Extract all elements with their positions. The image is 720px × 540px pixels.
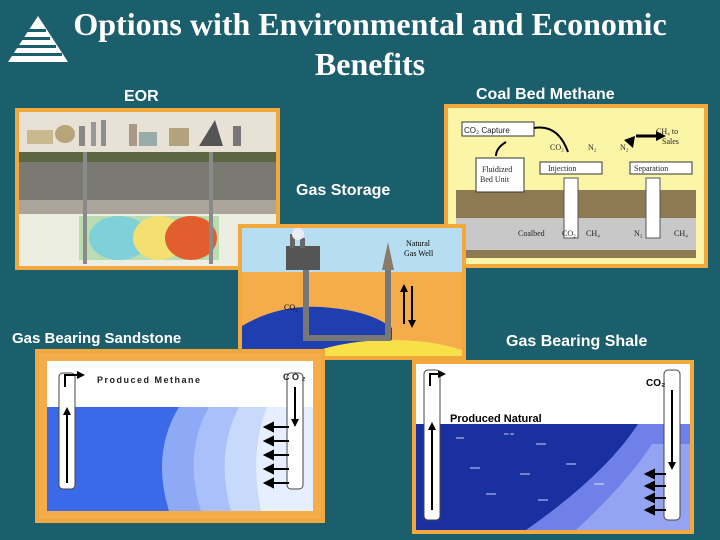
gas-storage-panel: Natural Gas Well CO₂ <box>238 224 466 360</box>
coalbed-label: Coalbed <box>518 229 545 238</box>
fluidized-label-2: Bed Unit <box>480 175 510 184</box>
co2-label: CO₂ <box>284 303 298 312</box>
shale-diagram: CO₂ Produced Natural Gas <box>416 364 690 530</box>
n2-label-c: N₂ <box>634 229 643 238</box>
power-plant-icon <box>286 246 320 270</box>
sandstone-diagram: Produced Methane C O ₂ <box>39 353 321 519</box>
co2-capture-label: CO₂ Capture <box>464 126 510 135</box>
produced-natural-gas-label-1: Produced Natural <box>450 413 542 425</box>
co2-label: CO₂ <box>646 378 665 389</box>
n2-label-a: N₂ <box>588 143 597 152</box>
eor-diagram <box>19 112 276 266</box>
co2-label: C O ₂ <box>283 372 306 382</box>
natural-gas-well-label-2: Gas Well <box>404 249 434 258</box>
ch4-label-a: CH₄ <box>586 229 600 238</box>
pump-jack-icon <box>199 120 223 146</box>
label-gas-bearing-sandstone: Gas Bearing Sandstone <box>12 330 182 347</box>
sandstone-panel: Produced Methane C O ₂ <box>35 349 325 523</box>
injection-arrows <box>262 421 289 489</box>
injection-arrows <box>643 468 666 516</box>
ch4-to-sales-label-1: CH₄ to <box>656 127 678 136</box>
label-gas-storage: Gas Storage <box>296 182 391 199</box>
produced-natural-gas-label-2: Gas <box>490 427 511 439</box>
gas-storage-diagram: Natural Gas Well CO₂ <box>242 228 462 356</box>
injection-label: Injection <box>548 164 576 173</box>
separation-label: Separation <box>634 164 668 173</box>
gas-well-icon <box>382 242 394 270</box>
coal-bed-panel: CO₂ Capture CH₄ to Sales CO₂ N₂ N₂ Fluid… <box>444 104 708 268</box>
slide-title: Options with Environmental and Economic … <box>73 6 667 82</box>
n2-label-b: N₂ <box>620 143 629 152</box>
produced-methane-label: Produced Methane <box>97 375 202 385</box>
coal-bed-diagram: CO₂ Capture CH₄ to Sales CO₂ N₂ N₂ Fluid… <box>448 108 704 264</box>
label-gas-bearing-shale: Gas Bearing Shale <box>506 333 648 350</box>
fluidized-label-1: Fluidized <box>482 165 512 174</box>
label-eor: EOR <box>124 88 159 105</box>
shale-panel: CO₂ Produced Natural Gas <box>412 360 694 534</box>
label-coal-bed-methane: Coal Bed Methane <box>476 86 615 103</box>
natural-gas-well-label-1: Natural <box>406 239 431 248</box>
ch4-label-b: CH₄ <box>674 229 688 238</box>
co2-label-b: CO₂ <box>562 229 576 238</box>
tank-icon <box>27 130 53 144</box>
ch4-to-sales-label-2: Sales <box>662 137 679 146</box>
company-logo-icon <box>6 16 68 62</box>
co2-label-a: CO₂ <box>550 143 564 152</box>
eor-panel <box>15 108 280 270</box>
